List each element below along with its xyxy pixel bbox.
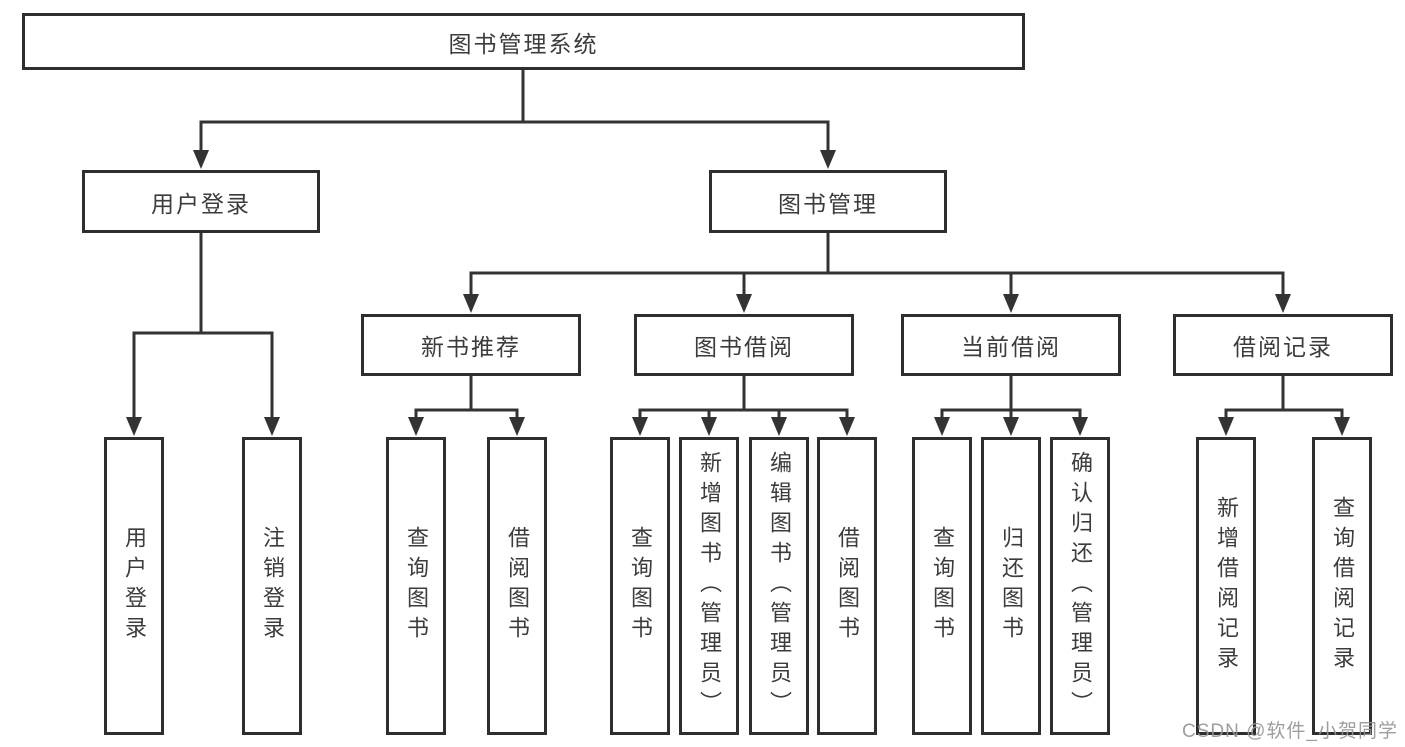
node-label: 用户登录 (151, 190, 251, 217)
node-book-borrowing: 图书借阅 (634, 314, 854, 376)
node-label: 借阅记录 (1233, 334, 1333, 360)
node-label: 图书管理系统 (448, 30, 599, 57)
csdn-watermark: CSDN @软件_小贺同学 (1182, 721, 1398, 742)
leaf-current-confirm-return-admin: 确认归还（管理员） (1050, 437, 1110, 735)
leaf-recommend-query-books: 查询图书 (386, 437, 446, 735)
leaf-label: 新增图书（管理员） (697, 451, 722, 721)
node-library-management-system: 图书管理系统 (22, 13, 1025, 70)
leaf-label: 归还图书 (999, 526, 1024, 646)
leaf-records-add-borrow-record: 新增借阅记录 (1196, 437, 1256, 735)
leaf-logout: 注销登录 (242, 437, 302, 735)
leaf-current-query-books: 查询图书 (912, 437, 972, 735)
leaf-label: 借阅图书 (505, 526, 530, 646)
leaf-label: 查询借阅记录 (1330, 496, 1355, 676)
arrowheads (126, 150, 1350, 436)
node-label: 当前借阅 (961, 334, 1061, 360)
leaf-label: 借阅图书 (835, 526, 860, 646)
leaf-label: 查询图书 (404, 526, 429, 646)
node-new-book-recommendation: 新书推荐 (361, 314, 581, 376)
node-label: 图书借阅 (694, 334, 794, 360)
leaf-label: 新增借阅记录 (1214, 496, 1239, 676)
node-user-login: 用户登录 (82, 170, 320, 233)
leaf-borrowing-edit-books-admin: 编辑图书（管理员） (749, 437, 809, 735)
leaf-label: 注销登录 (260, 526, 285, 646)
leaf-label: 编辑图书（管理员） (767, 451, 792, 721)
node-label: 图书管理 (778, 190, 878, 217)
leaf-borrowing-add-books-admin: 新增图书（管理员） (679, 437, 739, 735)
node-book-management: 图书管理 (709, 170, 947, 233)
leaf-current-return-books: 归还图书 (981, 437, 1041, 735)
leaf-label: 查询图书 (628, 526, 653, 646)
leaf-borrowing-borrow-books: 借阅图书 (817, 437, 877, 735)
node-borrowing-records: 借阅记录 (1173, 314, 1393, 376)
node-current-borrowing: 当前借阅 (901, 314, 1121, 376)
leaf-label: 确认归还（管理员） (1068, 451, 1093, 721)
leaf-label: 查询图书 (930, 526, 955, 646)
leaf-records-query-borrow-record: 查询借阅记录 (1312, 437, 1372, 735)
node-label: 新书推荐 (421, 334, 521, 360)
leaf-recommend-borrow-books: 借阅图书 (487, 437, 547, 735)
leaf-label: 用户登录 (122, 526, 147, 646)
leaf-borrowing-query-books: 查询图书 (610, 437, 670, 735)
leaf-user-login: 用户登录 (104, 437, 164, 735)
